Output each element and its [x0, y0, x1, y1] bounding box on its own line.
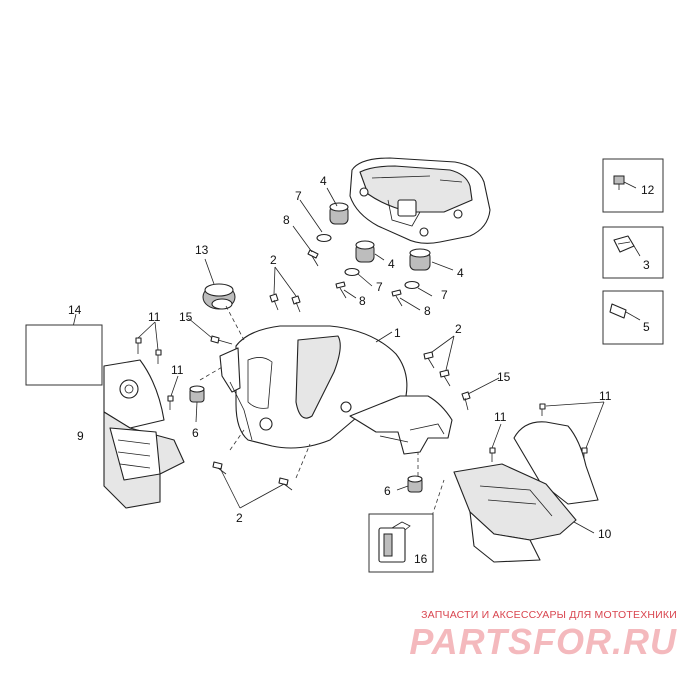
bushing-6-group: [189, 385, 423, 493]
callout-14: 14: [68, 303, 82, 317]
screw-group-8: [307, 249, 403, 307]
callout-11: 11: [171, 363, 184, 377]
callout-11: 11: [494, 410, 507, 424]
screw-pair-2-bottom: [212, 461, 293, 491]
rubber-grommet: [329, 202, 349, 225]
right-storage-compartment: [453, 421, 599, 563]
callout-3: 3: [643, 258, 650, 272]
washer: [316, 233, 332, 243]
callout-2: 2: [236, 511, 243, 525]
callout-4: 4: [388, 257, 395, 271]
left-storage-bracket: [103, 359, 185, 509]
callout-10: 10: [598, 527, 612, 541]
callout-4: 4: [320, 174, 327, 188]
callout-8: 8: [359, 294, 366, 308]
callout-12: 12: [641, 183, 655, 197]
callout-7: 7: [295, 189, 302, 203]
callout-13: 13: [195, 243, 209, 257]
screw-pair-2-top: [269, 293, 301, 313]
watermark-caption: ЗАПЧАСТИ И АКСЕССУАРЫ ДЛЯ МОТОТЕХНИКИ: [421, 609, 677, 621]
assembly-dashed-lines: [199, 305, 445, 517]
detail-box-5: [602, 290, 664, 345]
watermark: ЗАПЧАСТИ И АКСЕССУАРЫ ДЛЯ МОТОТЕХНИКИ PA…: [409, 609, 677, 662]
rubber-grommet: [409, 248, 431, 271]
callout-15: 15: [497, 370, 511, 384]
callout-9: 9: [77, 429, 84, 443]
screw-pair-2-right: [423, 351, 451, 387]
callout-7: 7: [376, 280, 383, 294]
callout-6: 6: [192, 426, 199, 440]
detail-box-16: [368, 513, 434, 573]
callout-11: 11: [599, 389, 612, 403]
leader-lines: [69, 187, 605, 534]
callout-15: 15: [179, 310, 193, 324]
callout-7: 7: [441, 288, 448, 302]
detail-box-3: [602, 226, 664, 279]
callout-8: 8: [424, 304, 431, 318]
callout-labels: 1 2 2 2 3 4 4 4 5 6 6 7 7 7 8 8 8 9 10 1…: [68, 174, 655, 566]
callout-4: 4: [457, 266, 464, 280]
callout-6: 6: [384, 484, 391, 498]
callout-5: 5: [643, 320, 650, 334]
rubber-grommet: [355, 240, 375, 263]
grommet-13: [202, 283, 236, 310]
front-fairing-body: [219, 325, 453, 455]
instrument-cluster: [349, 157, 491, 244]
washer: [404, 280, 420, 290]
callout-16: 16: [414, 552, 428, 566]
washer: [344, 267, 360, 277]
detail-box-14: [25, 324, 103, 386]
watermark-logo: PARTSFOR.RU: [409, 621, 677, 662]
detail-box-12: [602, 158, 664, 213]
callout-11: 11: [148, 310, 161, 324]
callout-1: 1: [394, 326, 401, 340]
callout-2: 2: [270, 253, 277, 267]
washer-group: [316, 233, 420, 290]
rubber-grommet-group: [329, 202, 431, 271]
callout-8: 8: [283, 213, 290, 227]
callout-2: 2: [455, 322, 462, 336]
